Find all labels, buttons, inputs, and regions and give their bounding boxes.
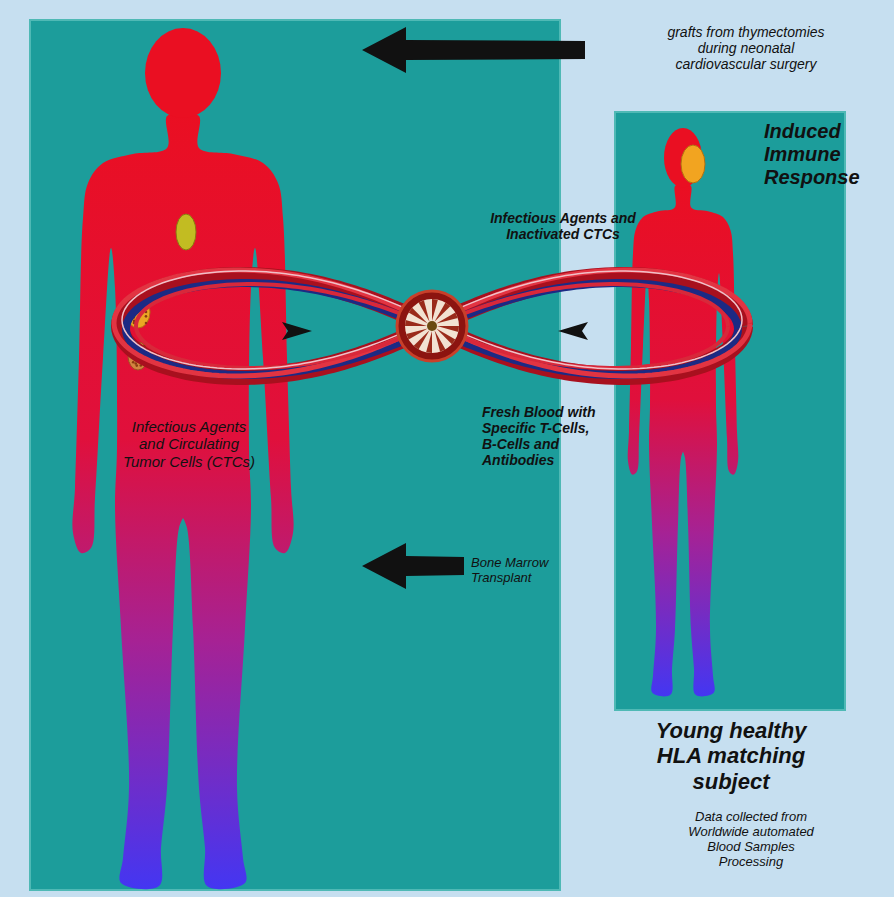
panel-heading: Young healthy HLA matching subject [642, 718, 820, 794]
device-face [405, 299, 459, 353]
human-figure [72, 28, 293, 889]
arrow-layer [282, 27, 588, 589]
blood-strand [122, 271, 742, 369]
flow-arrow [282, 322, 312, 340]
annotation-label: grafts from thymectomies during neonatal… [656, 24, 836, 72]
organ-layer [126, 145, 705, 370]
device-rim [397, 291, 467, 361]
device-blade [435, 330, 446, 351]
annotation-label: Infectious Agents and Inactivated CTCs [488, 210, 638, 242]
transfer-arrow [362, 27, 585, 73]
organ-texture [132, 361, 135, 364]
device-blade [406, 329, 427, 340]
exchange-device [397, 291, 467, 361]
organ-texture [135, 364, 138, 367]
body-layer [72, 28, 738, 889]
annotation-label: Fresh Blood with Specific T-Cells, B-Cel… [482, 404, 604, 468]
organ-texture [145, 322, 148, 325]
device-blade [419, 300, 430, 321]
body-silhouette [72, 113, 293, 889]
device-blade [436, 313, 457, 324]
panel-layer [30, 20, 845, 890]
human-figure [628, 128, 739, 696]
body-head [145, 28, 221, 118]
figure-panel: Induced Immune ResponseYoung healthy HLA… [615, 112, 845, 710]
blood-strand [120, 276, 744, 376]
panel-text: Induced Immune Response [764, 120, 876, 189]
blood-strand [126, 283, 738, 375]
circulation-loop [114, 270, 750, 376]
panel-fill [615, 112, 845, 710]
panel-text: Infectious Agents and Circulating Tumor … [122, 418, 256, 470]
flow-arrow [558, 322, 588, 340]
annotation-label: Data collected from Worldwide automated … [680, 810, 822, 870]
body-silhouette [628, 184, 739, 696]
blood-strand [136, 284, 728, 368]
transfer-arrow [362, 543, 464, 589]
figure-panel: Infectious Agents and Circulating Tumor … [30, 20, 560, 890]
device-hub [427, 321, 437, 331]
blood-strand [114, 270, 750, 376]
thymus-organ [176, 214, 196, 250]
organ-texture [145, 315, 148, 318]
thymus-organ [681, 145, 705, 183]
annotation-label: Bone Marrow Transplant [471, 556, 563, 586]
panel-fill [30, 20, 560, 890]
